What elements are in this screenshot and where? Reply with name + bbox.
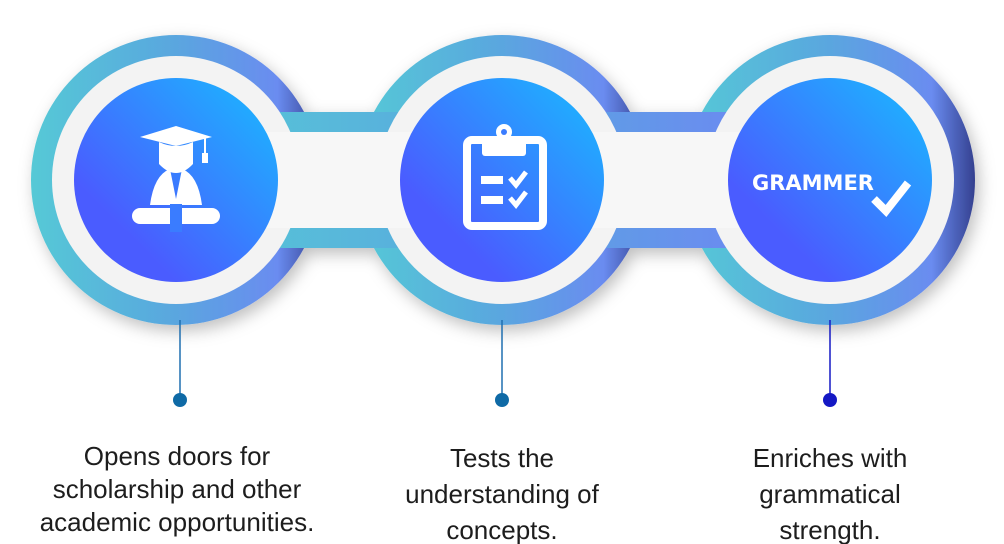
caption-line: Enriches with (752, 443, 908, 473)
caption-line: strength. (779, 515, 881, 544)
caption-line: grammatical (759, 479, 901, 509)
connectors (173, 320, 837, 407)
dot-3 (823, 393, 837, 407)
caption-line: academic opportunities. (39, 507, 315, 537)
checklist-icon (463, 124, 547, 230)
caption-2: Tests the understanding of concepts. (332, 440, 672, 544)
dot-1 (173, 393, 187, 407)
caption-1: Opens doors for scholarship and other ac… (7, 440, 347, 539)
caption-line: scholarship and other (52, 474, 302, 504)
dot-2 (495, 393, 509, 407)
grammar-icon-text: GRAMMER (752, 171, 874, 195)
caption-line: Tests the (449, 443, 555, 473)
caption-line: Opens doors for (83, 441, 271, 471)
caption-3: Enriches with grammatical strength. (660, 440, 1000, 544)
caption-line: concepts. (446, 515, 558, 544)
caption-line: understanding of (405, 479, 599, 509)
inner-circles (74, 78, 932, 282)
grammar-check-icon: GRAMMER (752, 171, 912, 218)
graduate-icon (132, 126, 220, 232)
